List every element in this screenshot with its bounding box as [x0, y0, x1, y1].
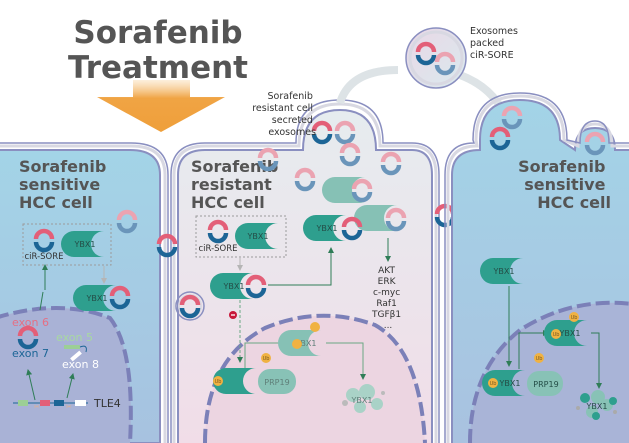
mid-vesicle [175, 291, 205, 321]
left-cell-title: Sorafenib sensitive HCC cell [19, 157, 112, 212]
packed-annotation: Exosomes packed ciR-SORE [470, 26, 521, 61]
mid-box-label: ciR-SORE [198, 244, 237, 254]
exon8-label: exon 8 [62, 358, 99, 371]
exon-loop [79, 345, 87, 353]
treatment-arrow [97, 80, 225, 132]
middle-nucleus [205, 315, 425, 443]
mid-activation-arrow [268, 247, 334, 286]
middle-cell-title: Sorafenib resistant HCC cell [191, 157, 284, 212]
mid-nuc-arrow-1 [244, 340, 288, 368]
left-box-label: ciR-SORE [24, 252, 63, 262]
right-ub-1 [488, 378, 498, 388]
right-degraded-label: YBX1 [586, 402, 608, 411]
exon7-label: exon 7 [12, 347, 49, 360]
mid-ub-1 [213, 376, 223, 386]
exon8-arrow [66, 373, 75, 399]
exosome-path-arrow-1 [336, 66, 399, 105]
exon5-bar [64, 345, 80, 349]
secreted-annotation: Sorafenib resistant cell secreted exosom… [252, 91, 316, 138]
target-genes-list: AKT ERK c-myc Raf1 TGFβ1 ... [371, 266, 404, 331]
left-ybx1-label: YBX1 [74, 240, 96, 249]
middle-interaction-box [195, 215, 287, 258]
mid-prp19-label: PRP19 [264, 378, 289, 387]
right-ybx1-label: YBX1 [493, 267, 515, 276]
exon5-label: exon 5 [56, 331, 93, 344]
title-line1: Sorafenib [73, 15, 242, 51]
right-ub-3-label: Ub [553, 332, 560, 338]
mid-ub-3 [292, 339, 302, 349]
exon8-bar [70, 350, 82, 362]
mid-ybx1-label: YBX1 [247, 232, 269, 241]
left-complex-label: YBX1 [86, 294, 108, 303]
mid-nuc-arrow-2 [326, 342, 366, 380]
mid-bound-label: YBX1 [316, 224, 338, 233]
right-ub-2 [534, 353, 544, 363]
mid-degraded-ybx1 [342, 384, 385, 413]
mid-ub-2 [261, 353, 271, 363]
title: Sorafenib Treatment [68, 15, 248, 86]
circrna-export-line [39, 291, 44, 311]
exon7-arrow [26, 369, 36, 401]
right-nuc-ybx1-label: YBX1 [559, 329, 581, 338]
mid-nuc-ybx1-label: YBX1 [295, 339, 317, 348]
left-nucleus [0, 308, 131, 443]
mid-prp19 [258, 369, 296, 394]
left-interaction-box [22, 223, 112, 266]
mid-degraded-label: YBX1 [351, 396, 373, 405]
right-ub-3 [551, 329, 561, 339]
mid-ub-2-label: Ub [263, 356, 270, 362]
tle4-gene: ✂ ✂ [13, 400, 88, 411]
right-degraded-ybx1 [576, 390, 617, 420]
right-ub-4 [569, 312, 579, 322]
right-ub-1-label: Ub [490, 381, 497, 387]
right-nuc-arrow-1 [518, 330, 549, 369]
right-complex-ybx1-label: YBX1 [499, 379, 521, 388]
tle4-label: TLE4 [93, 397, 121, 410]
right-prp19 [527, 371, 563, 396]
right-nuc-arrow-2 [591, 332, 602, 389]
right-cell-title: Sorafenib sensitive HCC cell [518, 157, 611, 212]
mid-ub-4 [310, 322, 320, 332]
mid-ub-1-label: Ub [215, 379, 222, 385]
exon6-label: exon 6 [12, 316, 49, 329]
svg-text:✂: ✂ [34, 403, 40, 411]
right-ub-4-label: Ub [571, 315, 578, 321]
right-ub-2-label: Ub [536, 356, 543, 362]
right-prp19-label: PRP19 [533, 380, 558, 389]
middle-resistant-cell [170, 99, 440, 443]
mid-complex-label: YBX1 [223, 282, 245, 291]
svg-text:✂: ✂ [66, 403, 72, 411]
